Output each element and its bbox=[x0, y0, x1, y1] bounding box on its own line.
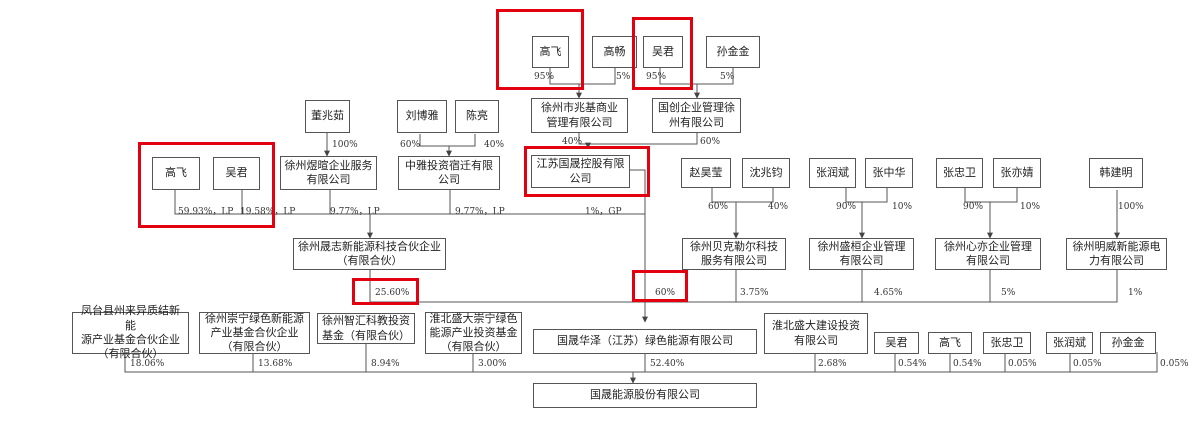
shareholder-zhang-zhonghua: 张中华 bbox=[865, 158, 913, 188]
pct-beikele: 3.75% bbox=[740, 288, 769, 298]
fund-fengtai: 凤台县州来异质结新能 源产业基金合伙企业 （有限合伙） bbox=[72, 304, 189, 360]
pct-huaibei-jianshe: 2.68% bbox=[818, 359, 847, 369]
pct-sun-jinjin-top: 5% bbox=[720, 72, 735, 82]
company-guosheng-energy: 国晟能源股份有限公司 bbox=[533, 383, 757, 408]
shareholder-liu-boya: 刘博雅 bbox=[397, 100, 447, 133]
shareholder-shen-zhaojun: 沈兆钧 bbox=[742, 158, 790, 188]
pct-wu-jun-lp: 19.58%，LP bbox=[240, 207, 296, 217]
shareholder-chen-liang: 陈亮 bbox=[455, 100, 499, 133]
pct-zhongya-lp: 9.77%，LP bbox=[455, 207, 505, 217]
pct-guochuang: 60% bbox=[700, 137, 721, 147]
shareholder-gao-fei-bottom: 高飞 bbox=[928, 332, 972, 354]
pct-yingxuan-lp: 9.77%，LP bbox=[330, 207, 380, 217]
shareholder-zhang-zhongwei-bottom: 张忠卫 bbox=[983, 332, 1031, 354]
partnership-shengzhi: 徐州晟志新能源科技合伙企业 （有限合伙） bbox=[293, 238, 446, 270]
company-mingwei: 徐州明威新能源电 力有限公司 bbox=[1066, 238, 1167, 270]
company-beikele: 徐州贝克勒尔科技 服务有限公司 bbox=[682, 238, 786, 270]
shareholder-zhang-yijing: 张亦婧 bbox=[993, 158, 1041, 188]
pct-xinyi: 5% bbox=[1001, 288, 1016, 298]
fund-chongning-xuzhou: 徐州崇宁绿色新能源 产业基金合伙企业 （有限合伙） bbox=[199, 312, 310, 354]
pct-zhang-yijing: 10% bbox=[1020, 202, 1041, 212]
pct-guocheng-60: 60% bbox=[655, 288, 676, 298]
fund-huaibei-chongning: 淮北盛大崇宁绿色 能源产业投资基金 （有限合伙） bbox=[425, 312, 522, 354]
company-guochuang: 国创企业管理徐 州有限公司 bbox=[652, 98, 741, 133]
company-huaibei-jianshe: 淮北盛大建设投资 有限公司 bbox=[764, 313, 868, 354]
highlight-gao-wu-left bbox=[138, 142, 275, 228]
pct-chen-liang: 40% bbox=[484, 140, 505, 150]
shareholder-zhao-haoying: 赵昊莹 bbox=[681, 158, 731, 188]
company-shengheng: 徐州盛桓企业管理 有限公司 bbox=[809, 238, 914, 270]
pct-shengheng: 4.65% bbox=[874, 288, 903, 298]
pct-zhang-zhongwei-bottom: 0.05% bbox=[1008, 359, 1037, 369]
pct-zhaoji: 40% bbox=[562, 137, 583, 147]
pct-zhao-haoying: 60% bbox=[708, 202, 729, 212]
pct-huaze: 52.40% bbox=[650, 359, 685, 369]
pct-zhang-zhonghua: 10% bbox=[892, 202, 913, 212]
pct-zhang-zhongwei-mid: 90% bbox=[963, 202, 984, 212]
pct-huaibei-chongning: 3.00% bbox=[478, 359, 507, 369]
company-zhaoji: 徐州市兆基商业 管理有限公司 bbox=[531, 98, 628, 133]
shareholder-wu-jun-bottom: 吴君 bbox=[874, 332, 919, 354]
pct-gao-chang: 5% bbox=[616, 72, 631, 82]
pct-zhang-runbin-bottom: 0.05% bbox=[1073, 359, 1102, 369]
company-huaze: 国晟华泽（江苏）绿色能源有限公司 bbox=[533, 329, 757, 354]
pct-guocheng-gp: 1%，GP bbox=[585, 207, 622, 217]
company-jiangsu-guocheng: 江苏国晟控股有限 公司 bbox=[531, 155, 630, 188]
pct-wu-jun-top: 95% bbox=[646, 72, 667, 82]
shareholder-gao-fei-left: 高飞 bbox=[152, 157, 200, 190]
pct-gao-fei-lp: 59.93%，LP bbox=[178, 207, 234, 217]
pct-chongning: 13.68% bbox=[258, 359, 293, 369]
pct-fengtai: 18.06% bbox=[130, 359, 165, 369]
shareholder-wu-jun-left: 吴君 bbox=[213, 157, 260, 190]
pct-sun-jinjin-bottom: 0.05% bbox=[1160, 359, 1189, 369]
shareholder-sun-jinjin-top: 孙金金 bbox=[706, 36, 760, 68]
highlight-pct-guocheng bbox=[632, 270, 688, 302]
shareholder-han-jianming: 韩建明 bbox=[1089, 158, 1143, 188]
highlight-jiangsu-guocheng bbox=[524, 146, 650, 197]
pct-shen-zhaojun: 40% bbox=[768, 202, 789, 212]
shareholder-zhang-runbin-bottom: 张润斌 bbox=[1046, 332, 1093, 354]
shareholder-gao-chang: 高畅 bbox=[592, 36, 637, 68]
company-xinyi: 徐州心亦企业管理 有限公司 bbox=[935, 238, 1041, 270]
fund-zhihui: 徐州智汇科教投资 基金（有限合伙） bbox=[317, 313, 415, 344]
shareholder-wu-jun-top: 吴君 bbox=[643, 36, 683, 68]
pct-zhihui: 8.94% bbox=[371, 359, 400, 369]
pct-gao-fei-bottom: 0.54% bbox=[953, 359, 982, 369]
pct-gao-fei-top: 95% bbox=[534, 72, 555, 82]
pct-shengzhi: 25.60% bbox=[375, 288, 410, 298]
shareholder-sun-jinjin-bottom: 孙金金 bbox=[1100, 332, 1156, 354]
pct-zhang-runbin-mid: 90% bbox=[836, 202, 857, 212]
shareholder-gao-fei-top: 高飞 bbox=[532, 36, 569, 68]
company-yingxuan: 徐州煜暄企业服务 有限公司 bbox=[280, 156, 377, 190]
shareholder-dong-zhaoru: 董兆茹 bbox=[305, 100, 350, 133]
company-zhongya: 中雅投资宿迁有限 公司 bbox=[398, 156, 500, 190]
highlight-wu-jun-top bbox=[632, 17, 693, 90]
pct-liu-boya: 60% bbox=[400, 140, 421, 150]
pct-han-jianming: 100% bbox=[1118, 202, 1144, 212]
pct-dong-zhaoru: 100% bbox=[332, 140, 358, 150]
highlight-pct-shengzhi bbox=[352, 278, 419, 305]
pct-mingwei: 1% bbox=[1128, 288, 1143, 298]
highlight-gao-fei-top bbox=[496, 9, 584, 90]
shareholder-zhang-zhongwei-mid: 张忠卫 bbox=[936, 158, 983, 188]
pct-wu-jun-bottom: 0.54% bbox=[898, 359, 927, 369]
shareholder-zhang-runbin-mid: 张润斌 bbox=[809, 158, 856, 188]
